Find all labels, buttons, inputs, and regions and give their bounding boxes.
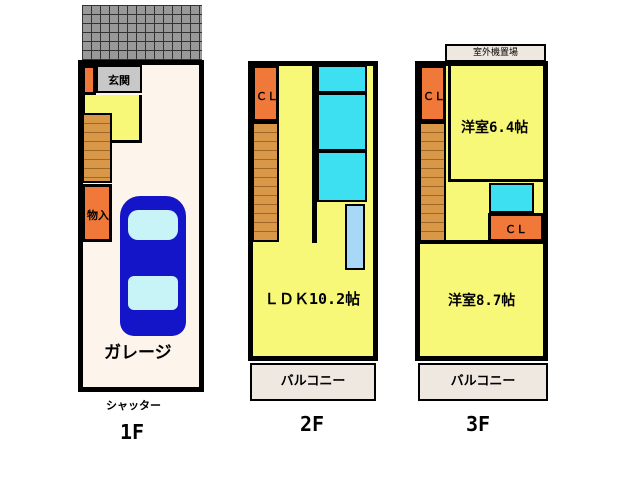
corridor-wall xyxy=(312,65,317,243)
washroom-2f xyxy=(317,93,367,151)
entrance: 玄関 xyxy=(96,65,142,93)
small-storage-1f xyxy=(82,65,96,95)
ldk-label: ＬＤＫ10.2帖 xyxy=(264,290,361,308)
balcony-3f: バルコニー xyxy=(418,363,548,401)
storage-label: 物入 xyxy=(87,209,109,222)
room-6-4: 洋室6.4帖 xyxy=(448,65,544,182)
floor-label-2f: 2F xyxy=(300,412,325,436)
kitchen-counter xyxy=(345,204,365,270)
closet-2f: ＣＬ xyxy=(252,65,279,122)
floor-label-3f: 3F xyxy=(466,412,491,436)
stairs-1f xyxy=(82,113,112,183)
toilet-3f xyxy=(489,183,534,213)
bathroom-2f xyxy=(317,151,367,202)
roof-grid xyxy=(82,5,202,61)
closet-label: ＣＬ xyxy=(505,223,527,236)
toilet-2f xyxy=(317,65,367,93)
floor-label-1f: 1F xyxy=(120,420,145,444)
closet-3f-2: ＣＬ xyxy=(488,213,544,242)
room2-label: 洋室8.7帖 xyxy=(448,293,516,309)
closet-label: ＣＬ xyxy=(256,90,278,103)
shutter-label: シャッター xyxy=(106,399,161,412)
outdoor-unit-area: 室外機置場 xyxy=(445,44,546,62)
balcony-2f: バルコニー xyxy=(250,363,376,401)
car-icon xyxy=(120,196,186,336)
room1-label: 洋室6.4帖 xyxy=(461,120,529,136)
closet-label: ＣＬ xyxy=(423,90,445,103)
entrance-label: 玄関 xyxy=(108,74,130,87)
stairs-3f xyxy=(419,122,446,242)
stairs-2f xyxy=(252,122,279,242)
storage-1f: 物入 xyxy=(82,184,112,242)
room-8-7-divider xyxy=(419,240,545,244)
garage-label: ガレージ xyxy=(104,343,172,363)
closet-3f-1: ＣＬ xyxy=(419,65,446,122)
